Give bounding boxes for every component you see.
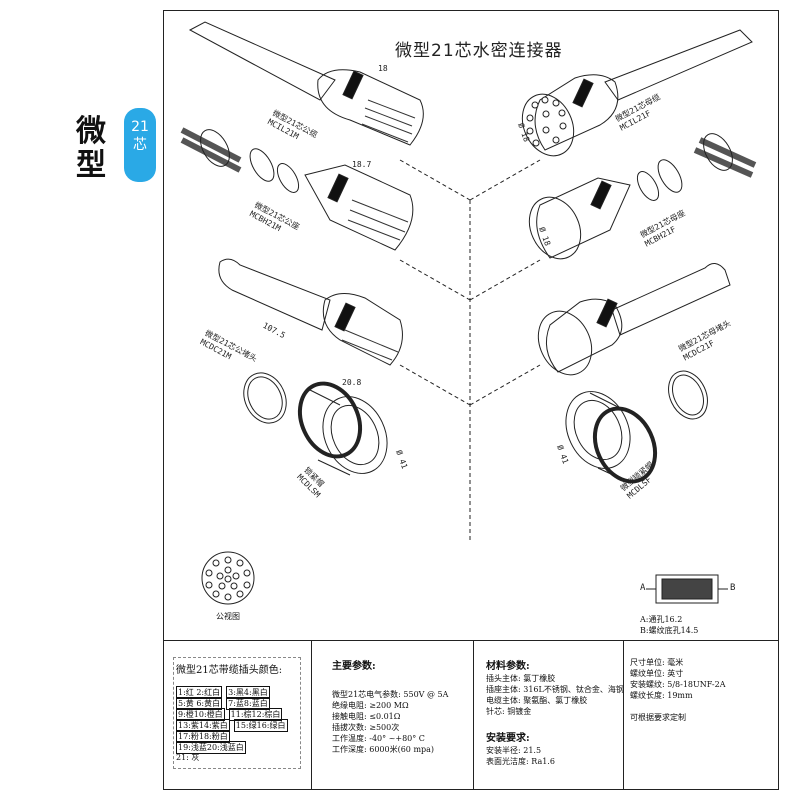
pin-face-view: [201, 551, 255, 605]
male-dummy-plug-drawing: [218, 258, 403, 366]
male-lock-cap-drawing: [297, 381, 388, 476]
pin-count-badge: 21 芯: [124, 108, 156, 182]
install-item: 安装半径: 21.5: [486, 746, 542, 755]
drawing-sheet: [163, 10, 779, 790]
param-item: 绝缘电阻: ≥200 MΩ: [332, 701, 409, 710]
material-item: 电缆主体: 聚氨酯、氯丁橡胶: [486, 696, 588, 705]
badge-number: 21: [131, 119, 149, 135]
unit-item: [630, 701, 726, 712]
wire-color-row: 19:浅蓝20:浅蓝白: [176, 741, 246, 754]
params-title: 主要参数:: [332, 661, 376, 672]
male-bulkhead-drawing: [180, 127, 414, 251]
install-list: 安装半径: 21.5 表面光洁度: Ra1.6: [486, 745, 555, 767]
female-dummy-plug-drawing: [537, 263, 731, 376]
unit-item: 安装螺纹: 5/8-18UNF-2A: [630, 680, 726, 689]
unit-item: 螺纹长度: 19mm: [630, 691, 693, 700]
o-ring-left: [243, 372, 287, 424]
mounting-hole-drawing: [646, 574, 728, 604]
legend-b-text: B:螺纹底孔14.5: [640, 626, 699, 635]
material-item: 插头主体: 氯丁橡胶: [486, 674, 556, 683]
mounting-legend: A:通孔16.2 B:螺纹底孔14.5: [640, 614, 760, 686]
divider-line: [469, 364, 541, 406]
dim-label: 18.7: [352, 160, 372, 169]
dim-label: 18: [378, 64, 388, 73]
legend-b-letter: B: [730, 583, 736, 593]
divider-line: [469, 159, 541, 201]
params-list: 微型21芯电气参数: 550V @ 5A 绝缘电阻: ≥200 MΩ 接触电阻:…: [332, 689, 448, 755]
drawing-title: 微型21芯水密连接器: [395, 41, 563, 61]
wire-color-row: 17:粉18:粉白: [176, 730, 230, 743]
divider-line: [399, 259, 471, 301]
unit-item: 尺寸单位: 毫米: [630, 658, 684, 667]
female-bulkhead-drawing: [528, 133, 757, 260]
male-cable-drawing: [188, 21, 424, 146]
units-list: 尺寸单位: 毫米 螺纹单位: 英寸 安装螺纹: 5/8-18UNF-2A 螺纹长…: [630, 657, 726, 723]
unit-item: 螺纹单位: 英寸: [630, 669, 684, 678]
divider-line: [399, 364, 471, 406]
o-ring-right: [668, 370, 708, 420]
female-cable-drawing: [521, 29, 753, 157]
legend-a-text: A:通孔16.2: [640, 615, 683, 624]
legend-a-letter: A: [640, 583, 646, 593]
material-item: 针芯: 铜镀金: [486, 707, 532, 716]
badge-char: 芯: [133, 137, 147, 153]
materials-column: 材料参数: 插头主体: 氯丁橡胶 插座主体: 316L不锈钢、钛合金、海钢 电缆…: [473, 641, 626, 790]
param-item: 接触电阻: ≤0.01Ω: [332, 712, 401, 721]
units-column: 尺寸单位: 毫米 螺纹单位: 英寸 安装螺纹: 5/8-18UNF-2A 螺纹长…: [623, 641, 779, 790]
param-item: 微型21芯电气参数: 550V @ 5A: [332, 690, 449, 699]
param-item: 工作深度: 6000米(60 mpa): [332, 745, 435, 754]
side-title-char-2: 型: [76, 148, 106, 183]
param-item: 工作温度: -40° ~+80° C: [332, 734, 425, 743]
wire-color-title: 微型21芯带缆插头颜色:: [176, 665, 283, 676]
materials-title: 材料参数:: [486, 661, 530, 672]
side-title-char-1: 微: [76, 114, 106, 149]
side-title: 微 型: [76, 115, 122, 183]
dim-label: 20.8: [342, 378, 362, 387]
materials-list: 插头主体: 氯丁橡胶 插座主体: 316L不锈钢、钛合金、海钢 电缆主体: 聚氨…: [486, 673, 626, 717]
divider-line: [469, 259, 541, 301]
unit-item: 可根据要求定制: [630, 713, 686, 722]
material-item: 插座主体: 316L不锈钢、钛合金、海钢: [486, 685, 624, 694]
params-column: 主要参数: 微型21芯电气参数: 550V @ 5A 绝缘电阻: ≥200 MΩ…: [311, 641, 473, 790]
female-lock-cap-drawing: [565, 391, 658, 484]
wire-color-row: 21: 灰: [176, 753, 200, 762]
pin-view-label: 公视图: [216, 612, 240, 621]
divider-line: [399, 159, 471, 201]
install-item: 表面光洁度: Ra1.6: [486, 757, 555, 766]
install-title: 安装要求:: [486, 733, 530, 744]
param-item: 插拔次数: ≥500次: [332, 723, 400, 732]
